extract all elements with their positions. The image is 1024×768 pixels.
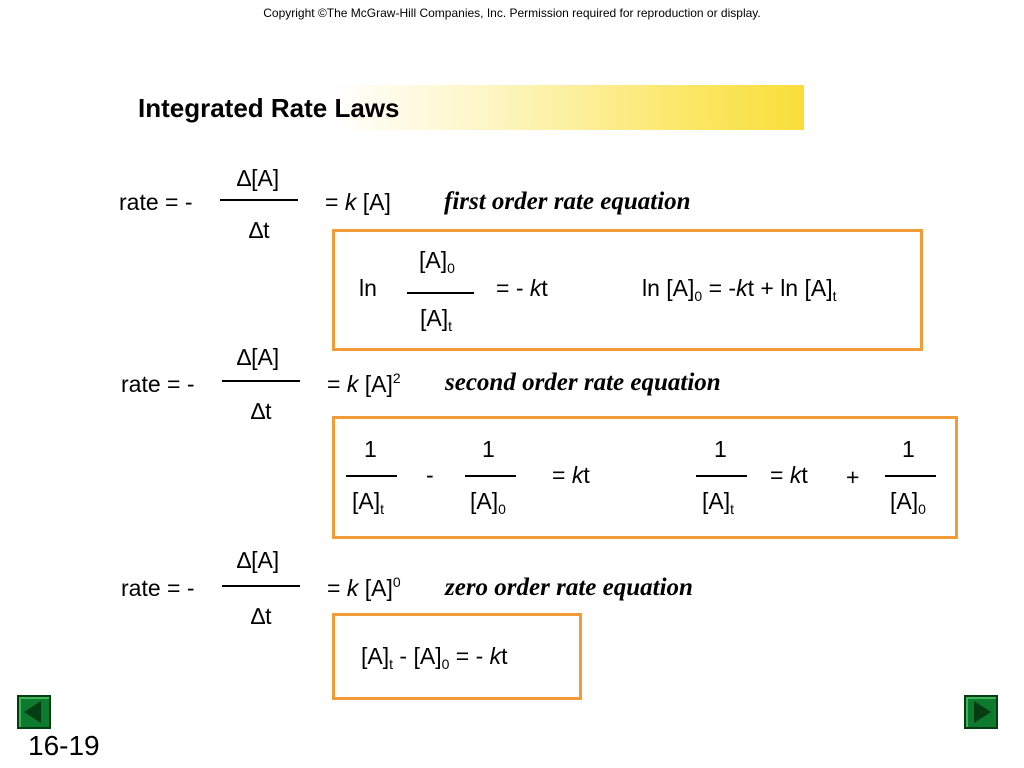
rate-law: = k [A]0: [327, 574, 401, 601]
copyright-notice: Copyright ©The McGraw-Hill Companies, In…: [263, 6, 761, 20]
fraction-denominator: [A]t: [702, 488, 735, 517]
first-order-linear-form: ln [A]0 = -kt + ln [A]t: [642, 275, 837, 304]
page-number: 16-19: [28, 730, 100, 761]
next-slide-button[interactable]: [964, 695, 998, 729]
fraction-numerator: 1: [364, 436, 377, 462]
plus-sign: +: [846, 464, 860, 490]
rate-label: rate = -: [121, 371, 195, 397]
fraction-bar: [465, 475, 516, 477]
fraction-bar: [407, 292, 474, 294]
fraction-bar: [222, 380, 300, 382]
rate-numerator: ∆[A]: [237, 547, 280, 573]
previous-slide-button[interactable]: [17, 695, 51, 729]
fraction-denominator: [A]t: [352, 488, 385, 517]
fraction-bar: [885, 475, 936, 477]
zero-order-box: [332, 613, 582, 700]
slide-title: Integrated Rate Laws: [138, 93, 400, 123]
rate-label: rate = -: [121, 575, 195, 601]
rate-label: rate = -: [119, 189, 193, 215]
triangle-left-icon: [24, 701, 41, 723]
fraction-numerator: 1: [482, 436, 495, 462]
zero-order-label: zero order rate equation: [445, 574, 693, 601]
second-order-box: [332, 416, 958, 539]
ln-numerator: [A]0: [419, 247, 455, 276]
zero-order-integrated: [A]t - [A]0 = - kt: [361, 643, 508, 672]
fraction-numerator: 1: [714, 436, 727, 462]
ln-label: ln: [359, 275, 377, 301]
fraction-bar: [346, 475, 397, 477]
fraction-bar: [220, 199, 298, 201]
second-order-rhs: = kt: [552, 462, 590, 488]
rate-denominator: ∆t: [251, 603, 272, 629]
first-order-label: first order rate equation: [444, 188, 691, 215]
first-order-box: [332, 229, 923, 351]
rate-numerator: ∆[A]: [237, 165, 280, 191]
fraction-denominator: [A]0: [890, 488, 926, 517]
rate-denominator: ∆t: [249, 217, 270, 243]
minus-sign: -: [426, 462, 434, 488]
fraction-denominator: [A]0: [470, 488, 506, 517]
second-order-linear-rhs: = kt: [770, 462, 808, 488]
triangle-right-icon: [974, 701, 991, 723]
rate-denominator: ∆t: [251, 398, 272, 424]
rate-law: = k [A]2: [327, 370, 401, 397]
fraction-bar: [222, 585, 300, 587]
first-order-rhs: = - kt: [496, 275, 548, 301]
second-order-label: second order rate equation: [445, 369, 721, 396]
title-bar: [128, 85, 804, 130]
rate-numerator: ∆[A]: [237, 344, 280, 370]
rate-law: = k [A]: [325, 189, 391, 215]
fraction-bar: [696, 475, 747, 477]
ln-denominator: [A]t: [420, 305, 453, 334]
fraction-numerator: 1: [902, 436, 915, 462]
